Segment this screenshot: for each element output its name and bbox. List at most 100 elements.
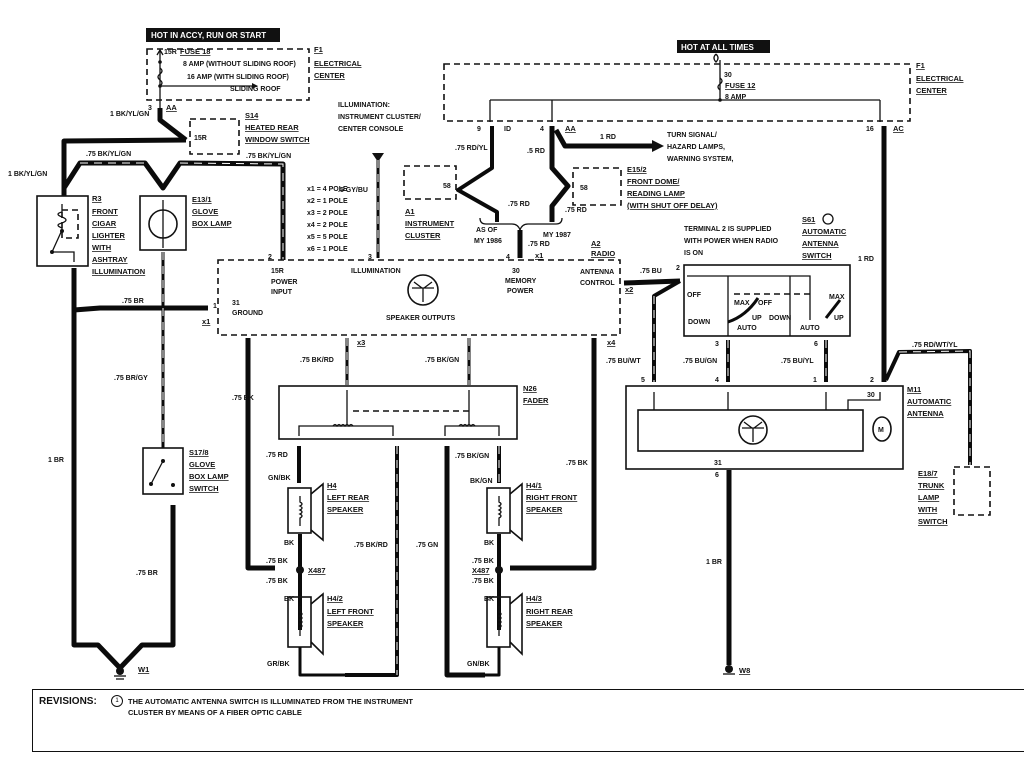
s14-switch-box [189,118,240,155]
diagram-label: 15R [164,49,177,56]
diagram-label: CENTER [314,71,345,80]
diagram-label: AA [166,103,177,112]
diagram-label: E13/1 [192,195,212,204]
diagram-label: .5 RD [527,148,545,155]
wire-75br-ground [71,268,208,313]
diagram-label: GN/BK [268,475,291,482]
wire-segment [637,409,864,452]
diagram-label: ELECTRICAL [314,59,362,68]
diagram-label: SLIDING ROOF [230,86,281,93]
diagram-label: .75 BR [136,570,158,577]
hot-all-header [677,40,770,53]
diagram-label: .75 BU/WT [606,358,641,365]
diagram-label: 31 [714,460,722,467]
diagram-label: .75 BK [472,578,494,585]
diagram-label: S61 [802,215,815,224]
diagram-label: 3 [148,105,152,112]
diagram-label: FRONT DOME/ [627,177,680,186]
diagram-label: S14 [245,111,259,120]
diagram-label: .75 GN [416,542,438,549]
diagram-label: x6 = 1 POLE [307,246,348,253]
diagram-label: .75 BK/GN [455,453,489,460]
diagram-label: 1 RD [600,134,616,141]
diagram-label: BK [284,596,294,603]
diagram-label: AC [893,124,904,133]
ground-w8-icon [725,665,733,673]
diagram-label: SWITCH [918,517,948,526]
diagram-label: 16 AMP (WITH SLIDING ROOF) [187,74,289,81]
diagram-label: x1 [535,251,543,260]
wire-segment [310,592,324,656]
diagram-label: AUTO [800,325,820,332]
wire-1br-w1 [71,300,176,671]
diagram-label: 4 [715,377,719,384]
wire-segment [444,446,485,678]
diagram-label: 15R [271,268,284,275]
diagram-label: SPEAKER [327,505,364,514]
wire-segment [509,592,523,656]
diagram-label: x3 = 2 POLE [307,210,348,217]
diagram-label: TERMINAL 2 IS SUPPLIED [684,226,771,233]
diagram-label: HEATED REAR [245,123,299,132]
diagram-label: BK [484,596,494,603]
e18-trunk-lamp-box [953,466,991,516]
diagram-label: GROUND [232,310,263,317]
diagram-label: ILLUMINATION: [338,102,390,109]
wire-75bk-left [245,338,275,571]
diagram-label: x2 = 1 POLE [307,198,348,205]
diagram-label: FUSE 12 [725,81,755,90]
diagram-label: 1 RD [858,256,874,263]
diagram-label: ILLUMINATION [92,267,145,276]
diagram-label: TURN SIGNAL/ [667,132,717,139]
diagram-label: LEFT REAR [327,493,370,502]
wire-segment [497,606,502,636]
wire-75bu-wt [652,279,681,382]
diagram-label: POWER [507,288,533,295]
diagram-label: WITH [92,243,111,252]
diagram-label: CENTER [916,86,947,95]
wire-segment [52,251,75,262]
potentiometer-icon [332,423,476,428]
wire-segment [497,496,502,526]
diagram-label: H4/2 [327,594,343,603]
diagram-label: WITH POWER WHEN RADIO [684,238,779,245]
diagram-label: UP [834,315,844,322]
revisions-box: REVISIONS: 1 THE AUTOMATIC ANTENNA SWITC… [32,689,1024,752]
e15-dome-lamp-box [572,167,622,206]
diagram-label: 8 AMP [725,94,746,101]
diagram-label: 2 [870,377,874,384]
diagram-label: SPEAKER [526,505,563,514]
diagram-label: .75 RD/WT/YL [912,342,958,349]
diagram-label: CLUSTER [405,231,441,240]
switch-lever-left [727,297,760,324]
fuse-box-left [146,48,310,101]
diagram-label: 58 [443,183,451,190]
diagram-label: DOWN [688,319,710,326]
ground-w1-icon [116,667,124,675]
diagram-label: LEFT FRONT [327,607,374,616]
diagram-label: M [878,427,884,434]
diagram-label: SPEAKER [526,619,563,628]
diagram-label: 16 [866,126,874,133]
diagram-label: A2 [591,239,601,248]
diagram-label: 31 [232,300,240,307]
diagram-label: BK [484,540,494,547]
wire-5rd [549,126,571,222]
diagram-label: OFF [758,300,773,307]
diagram-label: AUTOMATIC [907,397,952,406]
diagram-label: BK/GN [470,478,493,485]
diagram-label: ILLUMINATION [351,268,401,275]
s61-antenna-switch-box [683,264,851,337]
diagram-label: MY 1987 [543,232,571,239]
wire-segment [156,48,164,56]
diagram-label: 6 [715,472,719,479]
diagram-label: .75 RD [528,241,550,248]
diagram-label: ANTENNA [580,269,614,276]
diagram-label: AUTO [737,325,757,332]
switch-lever-right [824,299,842,319]
diagram-label: X487 [472,566,490,575]
diagram-label: SPEAKER [327,619,364,628]
diagram-label: ANTENNA [907,409,944,418]
diagram-label: .75 RD [266,452,288,459]
diagram-label: .75 BK [472,558,494,565]
